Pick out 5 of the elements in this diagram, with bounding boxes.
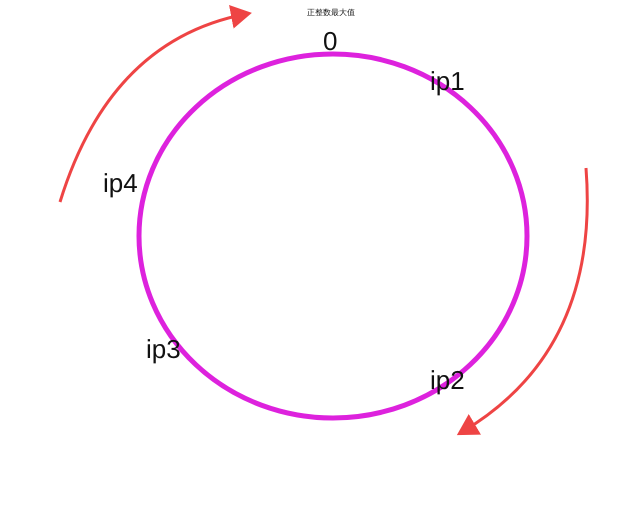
ring-max-label: 正整数最大值: [307, 9, 355, 17]
server-label: ip3: [146, 336, 181, 362]
ring-position-label: 0: [323, 28, 338, 54]
hash-ring: [136, 52, 530, 420]
server-label: ip4: [103, 170, 138, 196]
